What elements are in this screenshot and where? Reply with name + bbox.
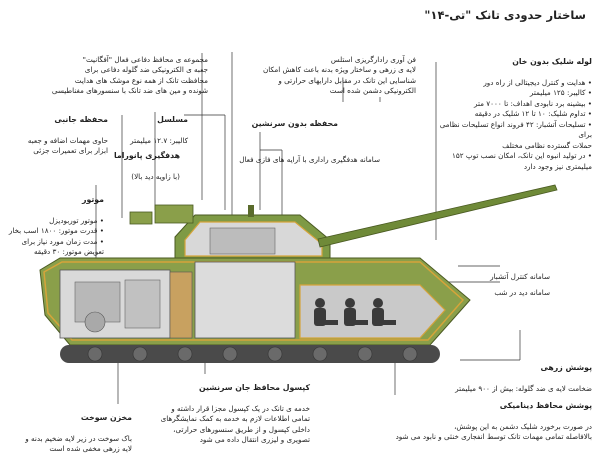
callout-panoramic-head: هدفگیری پانوراما: [113, 150, 180, 160]
callout-dynamic-armor-body: در صورت برخورد شلیک دشمن به این پوشش، با…: [395, 421, 592, 442]
callout-afghanit: مجموعه ی محافظ دفاعی فعال "آفگانیت" جعبه…: [8, 44, 208, 107]
callout-uninhabited-head: محفظه بدون سرنشین: [251, 118, 338, 128]
callout-night-vision-body: سامانه دید در شب: [494, 287, 550, 297]
callout-engine-body: • موتور توربودیزل • قدرت موتور: ۱۸۰۰ اسب…: [8, 215, 104, 257]
callout-side-armor-body: حاوی مهمات اضافه و جعبه ابزار برای تعمیر…: [27, 135, 108, 156]
callout-fuel-head: مخزن سوخت: [80, 412, 132, 422]
callout-fire-control: سامانه کنترل آتشبار: [454, 261, 550, 293]
callout-uninhabited: محفظه بدون سرنشین: [218, 108, 338, 140]
callout-afghanit-body: مجموعه ی محافظ دفاعی فعال "آفگانیت" جعبه…: [51, 54, 208, 96]
callout-hull-armor-head: پوشش زرهی: [540, 362, 593, 372]
callout-machinegun-body: کالیبر: ۱۲.۷ میلیمتر: [130, 135, 188, 145]
callout-side-armor-head: محفظه جانبی: [54, 114, 108, 124]
callout-turret-body: • هدایت و کنترل دیجیتالی از راه دور • کا…: [439, 77, 592, 171]
callout-radar-system-body: سامانه هدفگیری راداری با آرایه های فازی …: [239, 154, 380, 164]
crew-figures: [314, 298, 396, 326]
callout-dynamic-armor: پوشش محافظ دینامیکی در صورت برخورد شلیک …: [366, 390, 592, 453]
callout-dynamic-armor-head: پوشش محافظ دینامیکی: [499, 400, 592, 410]
callout-panoramic: هدفگیری پانوراما (با زاویه دید بالا): [70, 140, 180, 193]
tank-illustration: [39, 52, 558, 404]
turret: [129, 184, 558, 259]
callout-hull-armor-body: ضخامت لایه ی ضد گلوله: بیش از ۹۰۰ میلیمت…: [455, 383, 592, 393]
callout-fuel: مخزن سوخت باک سوخت در زیر لایه ضخیم بدنه…: [4, 402, 132, 465]
callout-stealth-body: فن آوری رادارگریزی استلس لایه ی زرهی و س…: [262, 54, 416, 96]
hull: [39, 257, 471, 346]
callout-hull-armor: پوشش زرهی ضخامت لایه ی ضد گلوله: بیش از …: [402, 352, 592, 405]
callout-capsule-body: خدمه ی تانک در یک کپسول مجزا قرار داشته …: [160, 403, 310, 445]
callout-capsule-head: کپسول محافظ جان سرنشین: [198, 382, 310, 392]
diagram-title: ساختار حدودی تانک "تی-۱۴": [424, 8, 586, 22]
callout-fire-control-body: سامانه کنترل آتشبار: [490, 271, 550, 281]
callout-engine-head: موتور: [81, 194, 104, 204]
callout-machinegun: مسلسل کالیبر: ۱۲.۷ میلیمتر: [108, 104, 188, 157]
callout-side-armor: محفظه جانبی حاوی مهمات اضافه و جعبه ابزا…: [4, 104, 108, 167]
tracks: [60, 345, 440, 363]
callout-turret: لوله شلیک بدون خان • هدایت و کنترل دیجیت…: [430, 46, 592, 183]
callout-capsule: کپسول محافظ جان سرنشین خدمه ی تانک در یک…: [124, 372, 310, 456]
callout-night-vision: سامانه دید در شب: [454, 277, 550, 309]
callout-panoramic-body: (با زاویه دید بالا): [131, 171, 180, 181]
callout-engine: موتور • موتور توربودیزل • قدرت موتور: ۱۸…: [4, 184, 104, 268]
callout-radar-system: سامانه هدفگیری راداری با آرایه های فازی …: [190, 144, 380, 176]
callout-machinegun-head: مسلسل: [157, 114, 188, 124]
callout-fuel-body: باک سوخت در زیر لایه ضخیم بدنه و لایه زر…: [25, 433, 132, 454]
callout-turret-head: لوله شلیک بدون خان: [512, 56, 592, 66]
leader-lines: [95, 52, 521, 404]
callout-stealth: فن آوری رادارگریزی استلس لایه ی زرهی و س…: [240, 44, 416, 107]
